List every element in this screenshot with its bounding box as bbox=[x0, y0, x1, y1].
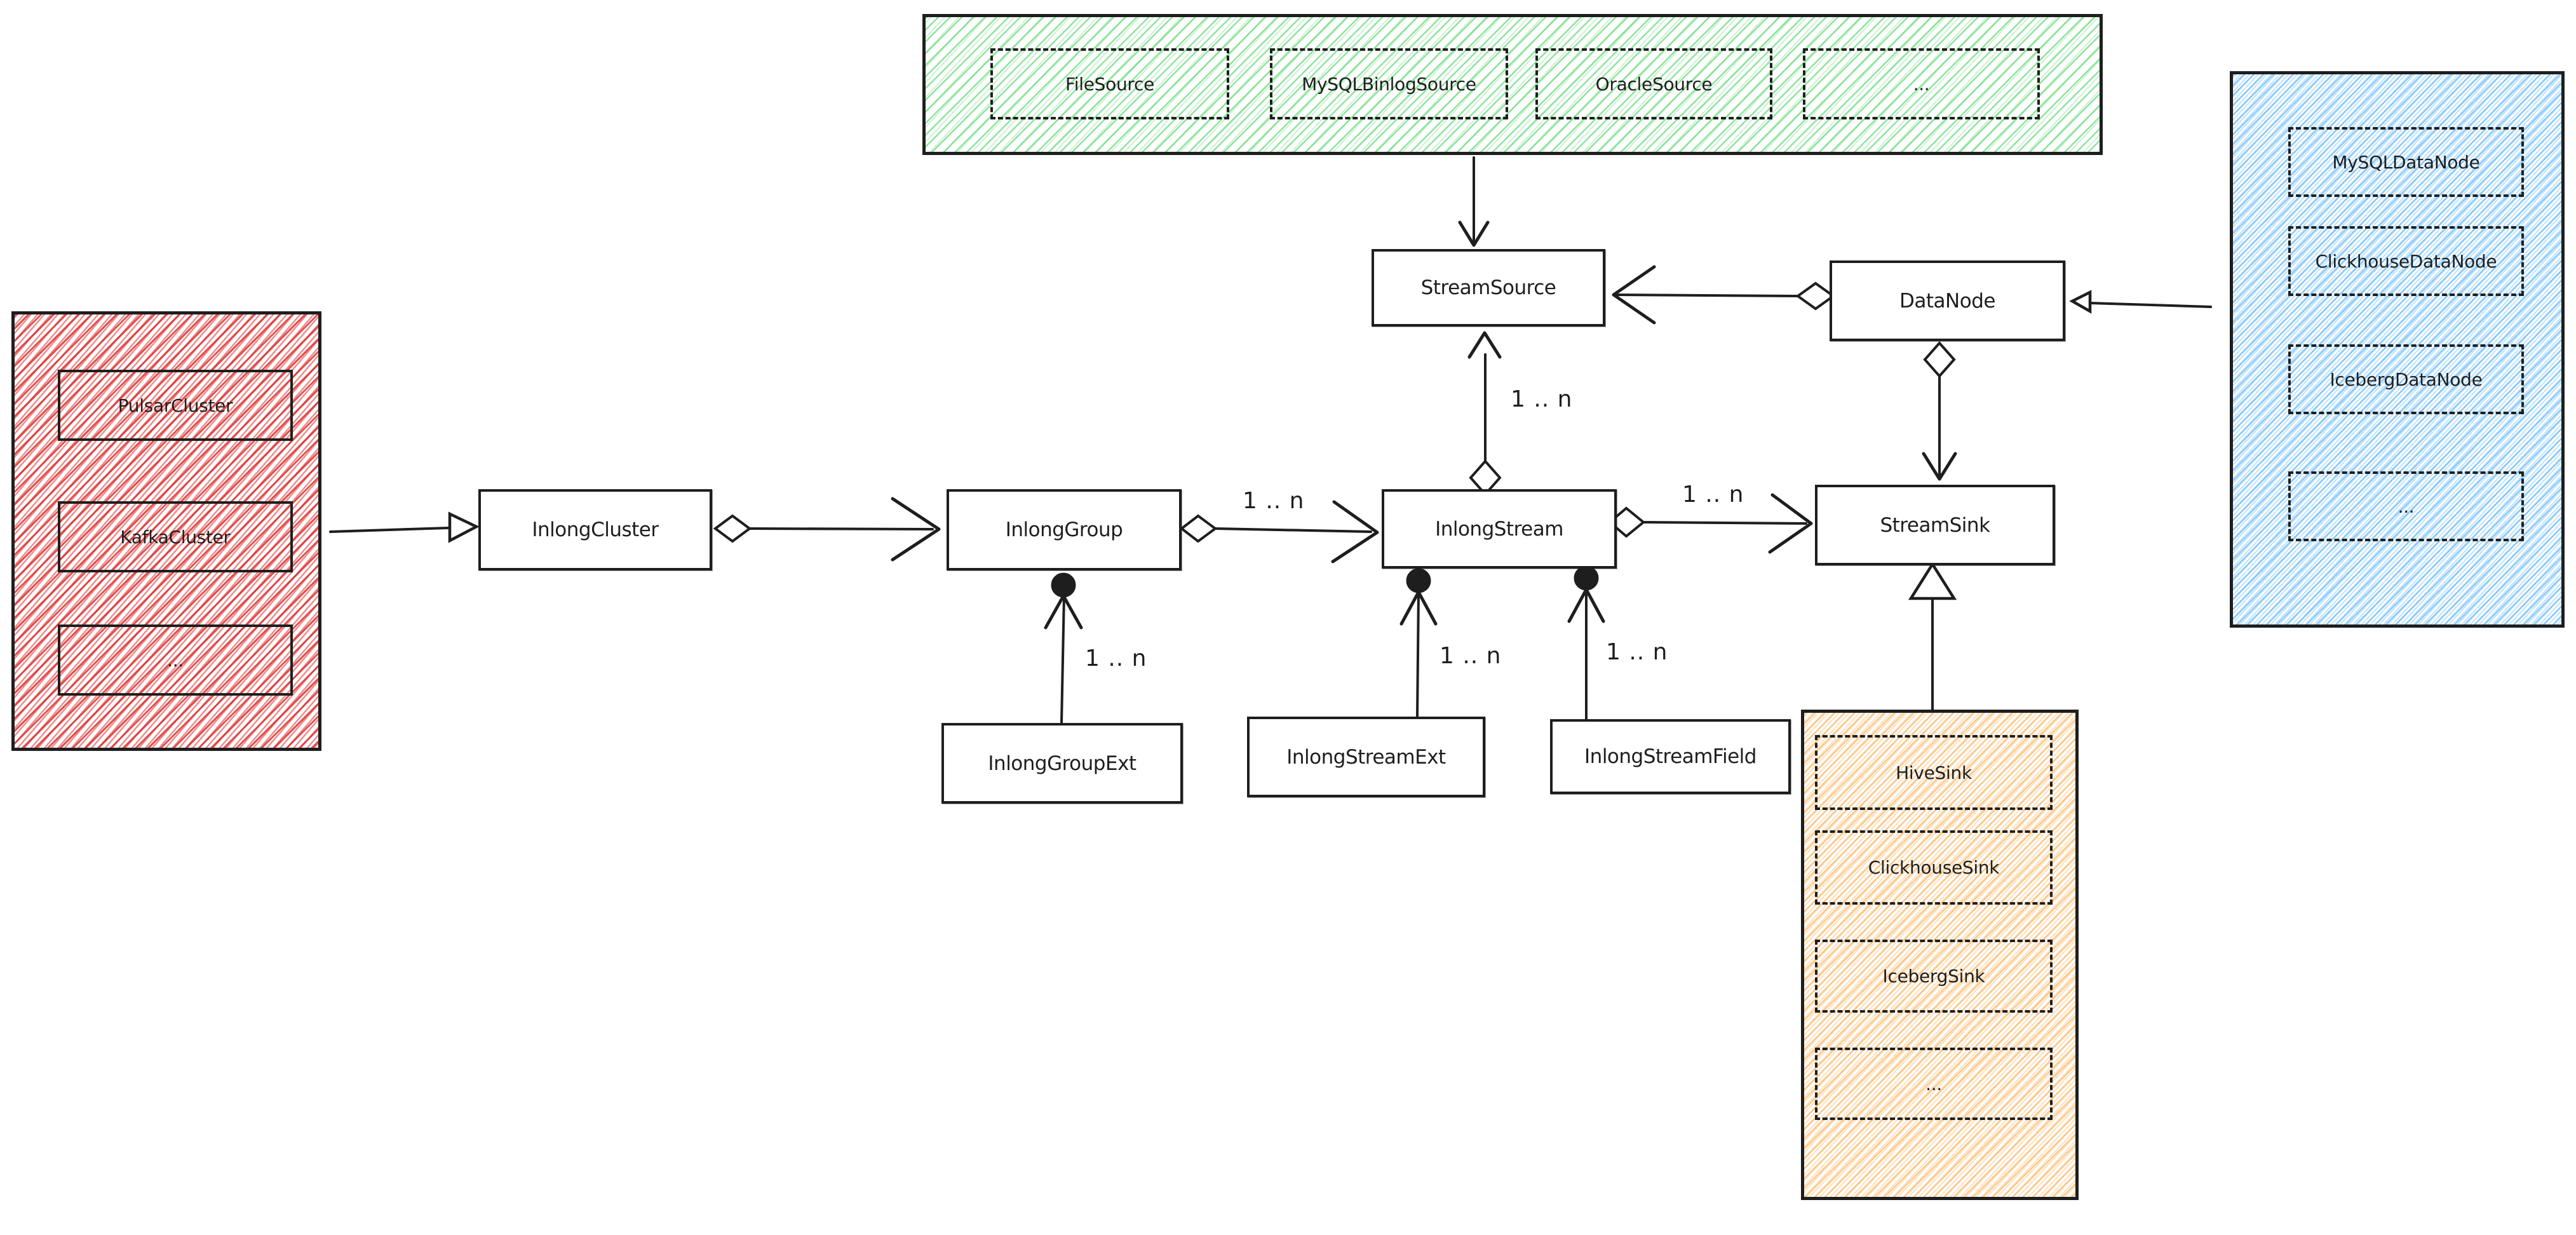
sinks-item-clickhousesink: ClickhouseSink bbox=[1815, 830, 2053, 905]
entity-inlongstreamext: InlongStreamExt bbox=[1247, 717, 1485, 797]
multiplicity-label-stream-source: 1 .. n bbox=[1511, 386, 1573, 412]
sinks-panel bbox=[1801, 710, 2079, 1200]
sources-item-oraclesource: OracleSource bbox=[1535, 48, 1772, 119]
entity-inlongstreamfield: InlongStreamField bbox=[1550, 719, 1791, 794]
arrow-nodespanel-to-datanode bbox=[2069, 290, 2212, 314]
nodes-item-icebergdatanode: IcebergDataNode bbox=[2288, 344, 2524, 414]
entity-inlongcluster: InlongCluster bbox=[478, 489, 712, 570]
multiplicity-label-streamext: 1 .. n bbox=[1440, 643, 1502, 669]
arrow-sources-to-streamsource bbox=[1458, 156, 1490, 247]
entity-streamsink: StreamSink bbox=[1815, 485, 2055, 565]
multiplicity-label-stream-sink: 1 .. n bbox=[1682, 482, 1744, 508]
multiplicity-label-streamfield: 1 .. n bbox=[1606, 639, 1668, 665]
data-nodes-panel bbox=[2230, 71, 2565, 628]
entity-inlonggroupext: InlongGroupExt bbox=[941, 723, 1183, 804]
arrow-inlongcluster-to-inlonggroup bbox=[713, 497, 941, 562]
arrow-inlonggroupext-to-inlonggroup bbox=[1044, 572, 1083, 724]
multiplicity-label-groupext: 1 .. n bbox=[1085, 645, 1147, 671]
entity-datanode: DataNode bbox=[1830, 260, 2065, 341]
clusters-panel bbox=[11, 311, 321, 751]
sinks-item-hivesink: HiveSink bbox=[1815, 735, 2053, 810]
nodes-item-clickhousedatanode: ClickhouseDataNode bbox=[2288, 226, 2524, 296]
arrow-datanode-to-streamsink bbox=[1922, 341, 1957, 481]
sources-item-more: ... bbox=[1803, 48, 2040, 119]
entity-inlongstream: InlongStream bbox=[1382, 489, 1617, 569]
sources-item-filesource: FileSource bbox=[990, 48, 1229, 119]
arrow-datanode-to-streamsource bbox=[1612, 265, 1836, 325]
sources-panel bbox=[922, 14, 2103, 155]
entity-inlonggroup: InlongGroup bbox=[947, 489, 1182, 570]
clusters-item-pulsarcluster: PulsarCluster bbox=[58, 370, 293, 441]
arrow-inlongstreamext-to-inlongstream bbox=[1399, 568, 1438, 718]
arrow-inlongstream-to-streamsource bbox=[1467, 331, 1502, 497]
arrow-sinkspanel-to-streamsink bbox=[1908, 561, 1957, 711]
arrow-clusterspanel-to-inlongcluster bbox=[329, 511, 480, 543]
sinks-item-more: ... bbox=[1815, 1048, 2053, 1120]
nodes-item-more: ... bbox=[2288, 471, 2524, 541]
arrow-inlongstreamfield-to-inlongstream bbox=[1567, 565, 1605, 720]
sources-item-mysqlbinlogsource: MySQLBinlogSource bbox=[1270, 48, 1508, 119]
sinks-item-icebergsink: IcebergSink bbox=[1815, 940, 2053, 1013]
clusters-item-kafkacluster: KafkaCluster bbox=[58, 501, 293, 572]
nodes-item-mysqldatanode: MySQLDataNode bbox=[2288, 127, 2524, 197]
clusters-item-more: ... bbox=[58, 624, 293, 696]
multiplicity-label-group-stream: 1 .. n bbox=[1243, 488, 1305, 514]
entity-streamsource: StreamSource bbox=[1372, 249, 1605, 327]
